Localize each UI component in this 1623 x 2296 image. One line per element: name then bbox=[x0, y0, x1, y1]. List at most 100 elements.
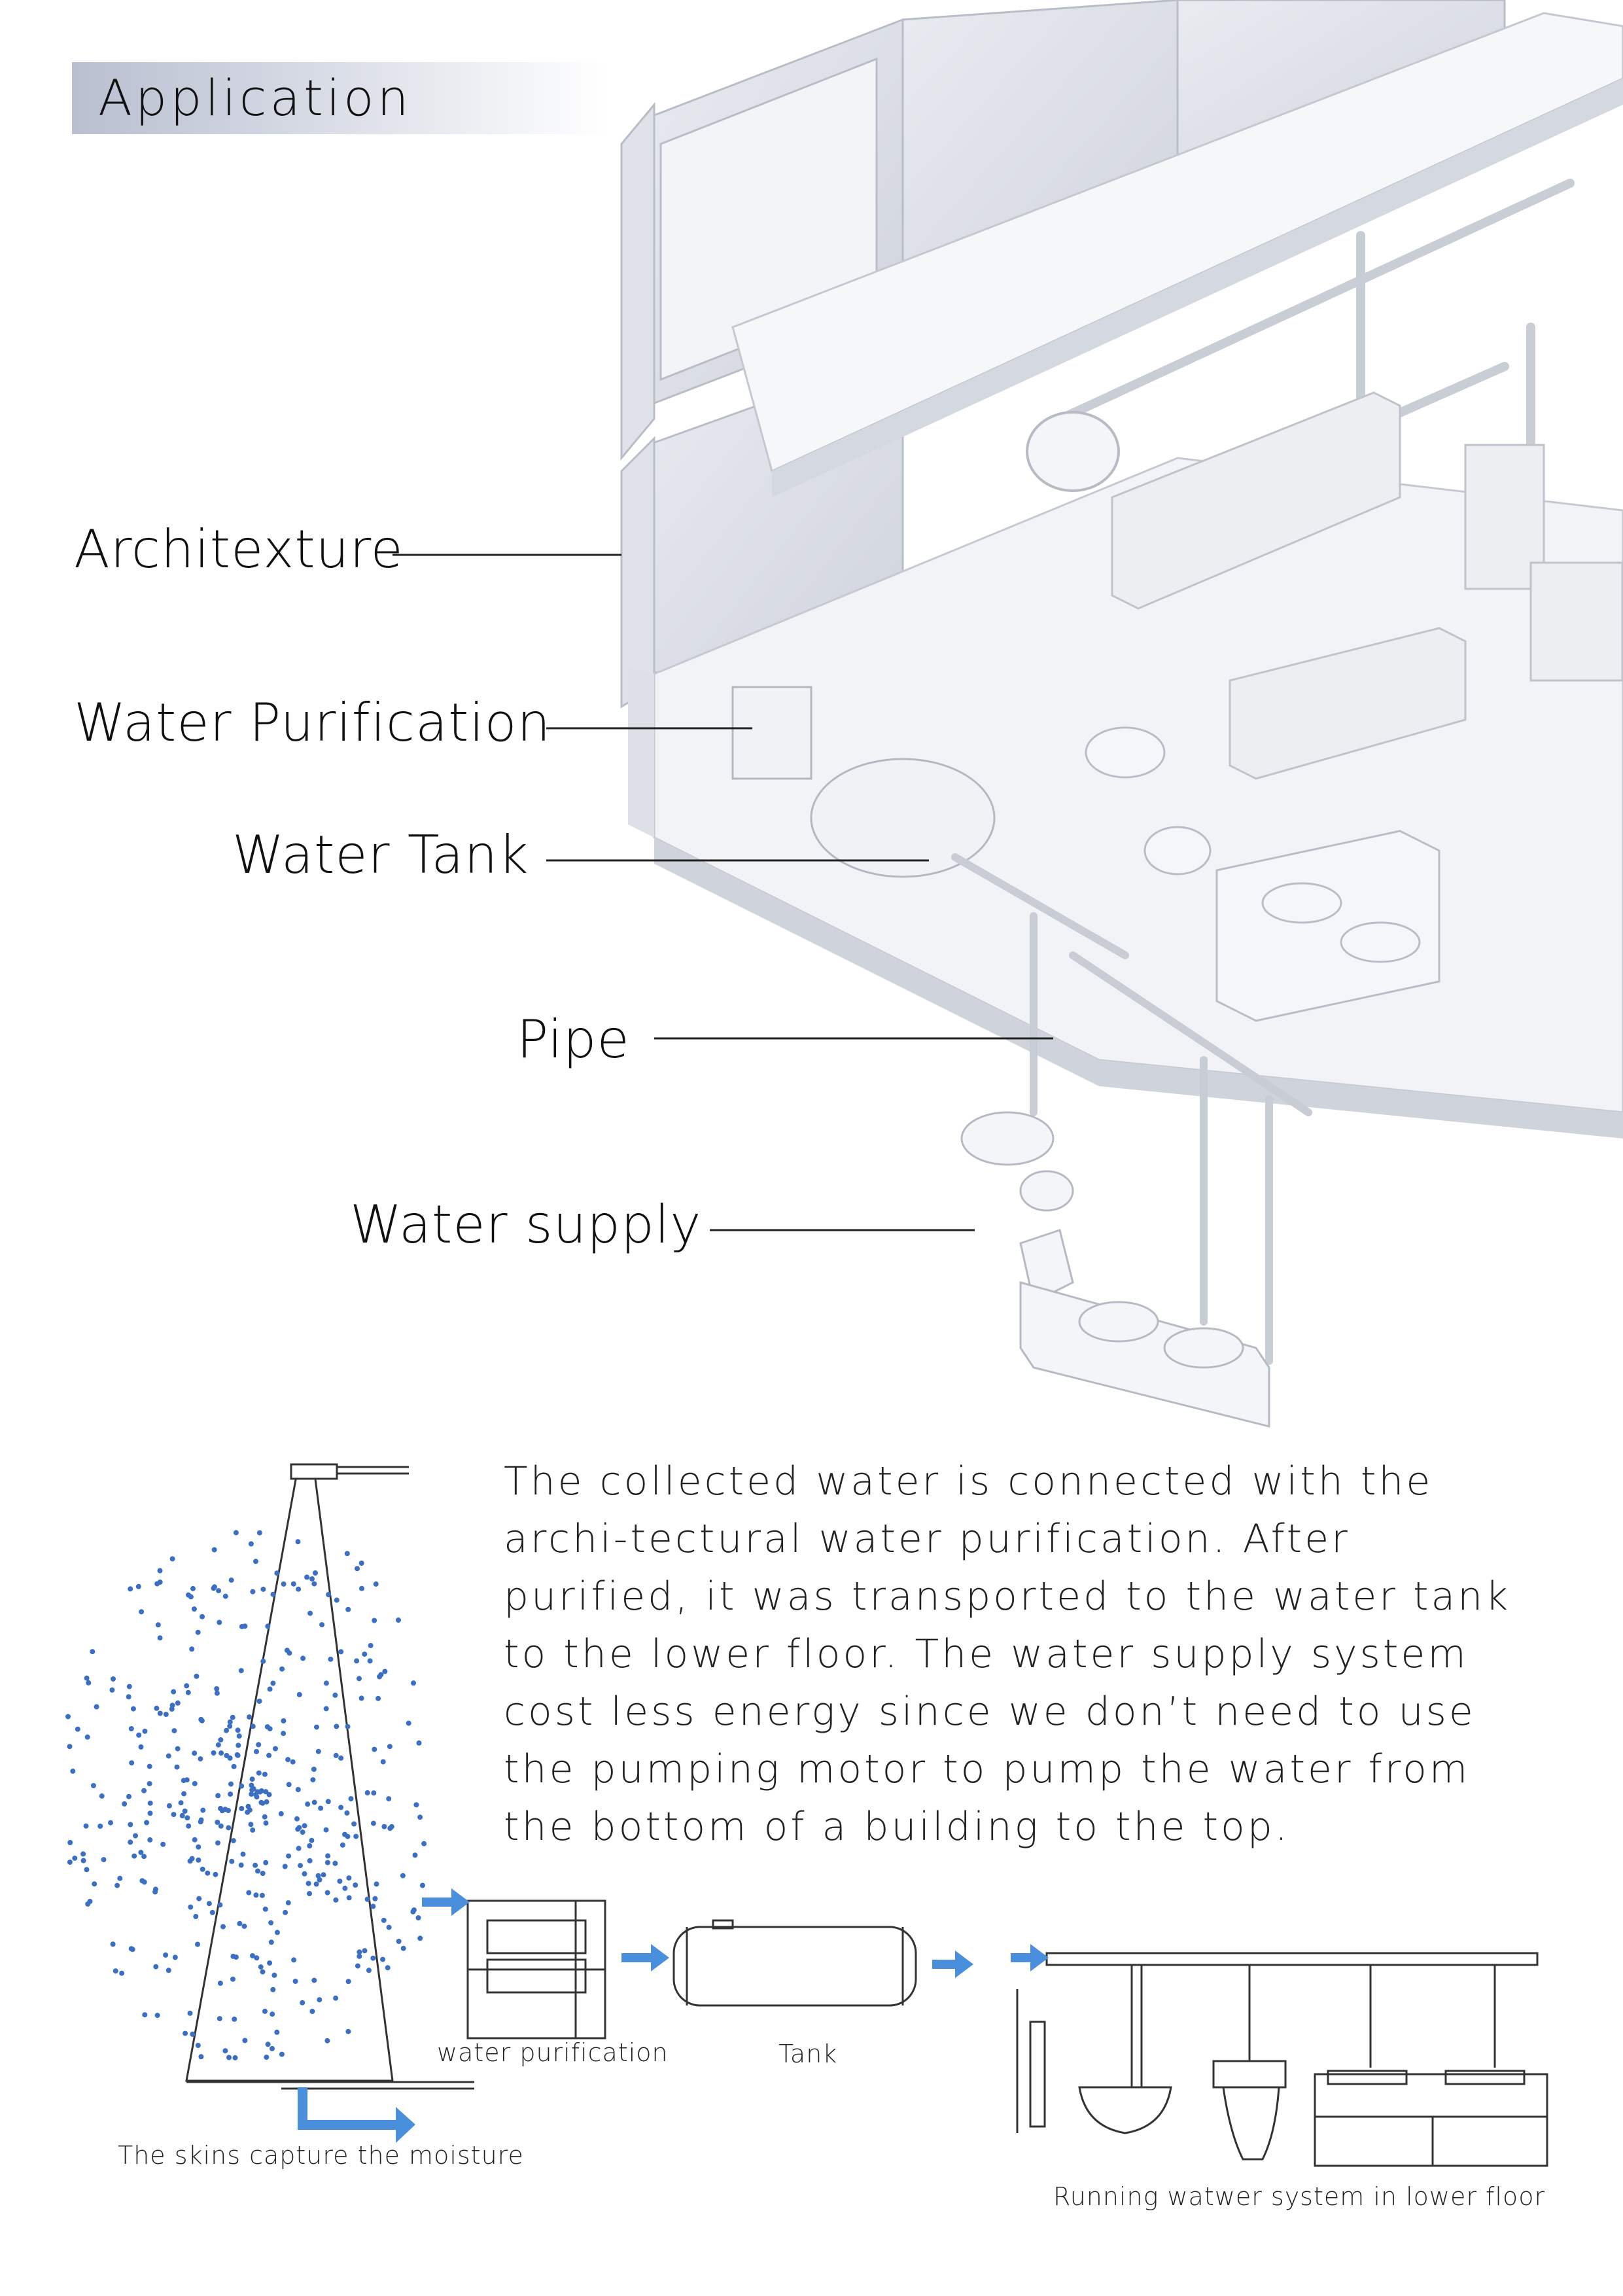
droplet bbox=[396, 1617, 401, 1623]
droplet bbox=[130, 1706, 136, 1712]
droplet bbox=[84, 1675, 90, 1681]
droplet bbox=[282, 1863, 288, 1869]
droplet bbox=[230, 1976, 236, 1982]
droplet bbox=[246, 1890, 252, 1896]
droplet bbox=[313, 1881, 319, 1887]
droplet bbox=[184, 1777, 190, 1783]
droplet bbox=[136, 1732, 142, 1738]
droplet bbox=[147, 1781, 152, 1786]
droplet bbox=[215, 1820, 220, 1825]
droplet bbox=[357, 1949, 362, 1955]
droplet bbox=[187, 2010, 193, 2016]
lower-pipes bbox=[951, 853, 1312, 1365]
droplet bbox=[213, 1871, 218, 1877]
droplet bbox=[250, 1723, 256, 1729]
droplet bbox=[218, 1823, 224, 1829]
droplet bbox=[211, 1750, 217, 1756]
droplet bbox=[160, 1841, 166, 1847]
droplet bbox=[278, 1811, 284, 1816]
droplet bbox=[260, 1969, 266, 1975]
droplet bbox=[324, 1890, 330, 1896]
upper-fixtures bbox=[1085, 726, 1440, 1022]
droplet bbox=[270, 1591, 276, 1597]
droplet bbox=[220, 1924, 226, 1930]
droplet bbox=[211, 1585, 217, 1591]
droplet bbox=[228, 1781, 234, 1787]
droplet bbox=[166, 1968, 171, 1973]
droplet bbox=[245, 1803, 251, 1809]
droplet bbox=[324, 2038, 330, 2043]
droplet bbox=[126, 1793, 131, 1799]
droplet bbox=[175, 1700, 181, 1706]
droplet bbox=[324, 1860, 330, 1865]
droplet bbox=[254, 1955, 260, 1961]
droplet bbox=[222, 1593, 228, 1599]
droplet bbox=[166, 1753, 171, 1759]
droplet bbox=[75, 1726, 80, 1732]
arrow-collected-out bbox=[298, 2087, 415, 2143]
droplet bbox=[226, 2055, 232, 2060]
droplet bbox=[302, 1871, 307, 1877]
droplet bbox=[300, 2000, 305, 2005]
droplet bbox=[217, 1902, 223, 1908]
droplet bbox=[328, 1656, 334, 1662]
droplet bbox=[313, 1570, 318, 1576]
droplet bbox=[192, 1750, 198, 1756]
droplet bbox=[155, 1622, 161, 1628]
droplet bbox=[171, 1728, 177, 1734]
droplet bbox=[239, 1783, 245, 1789]
droplet bbox=[340, 1842, 345, 1848]
purification-unit bbox=[466, 1899, 606, 2040]
droplet bbox=[286, 1853, 292, 1859]
droplet bbox=[227, 1719, 233, 1725]
droplet bbox=[114, 1882, 120, 1888]
droplet bbox=[274, 2029, 280, 2035]
skin-panel bbox=[185, 1463, 474, 2090]
droplet bbox=[270, 2045, 275, 2051]
droplet bbox=[128, 1726, 134, 1731]
droplet bbox=[345, 1723, 351, 1729]
droplet bbox=[325, 1799, 331, 1805]
arrow-into-purifier bbox=[422, 1888, 470, 1916]
droplet bbox=[126, 1684, 132, 1689]
droplet bbox=[192, 1780, 198, 1786]
droplet bbox=[130, 1947, 135, 1952]
droplet bbox=[367, 1658, 373, 1664]
droplet bbox=[296, 1825, 302, 1831]
ceiling-tank bbox=[1026, 411, 1120, 492]
droplet bbox=[215, 1742, 221, 1748]
droplet bbox=[304, 1574, 310, 1580]
droplet bbox=[198, 2054, 204, 2060]
droplet bbox=[94, 1704, 99, 1710]
droplet bbox=[117, 1875, 123, 1881]
droplet bbox=[357, 1676, 362, 1682]
droplet bbox=[166, 1803, 172, 1809]
droplet bbox=[108, 1820, 113, 1826]
droplet bbox=[344, 1551, 350, 1557]
droplet bbox=[248, 1541, 254, 1547]
droplet bbox=[236, 1742, 241, 1748]
droplet bbox=[285, 1757, 291, 1763]
droplet bbox=[378, 1672, 384, 1678]
callout-leaders bbox=[393, 554, 1053, 1231]
droplet bbox=[67, 1744, 73, 1750]
droplet bbox=[111, 1676, 116, 1682]
droplet bbox=[216, 1588, 222, 1594]
droplet bbox=[400, 1873, 406, 1879]
droplet bbox=[70, 1768, 76, 1774]
droplet bbox=[274, 1570, 280, 1576]
callout-pipe: Pipe bbox=[517, 1009, 630, 1070]
droplet bbox=[250, 1827, 256, 1833]
droplet bbox=[258, 1964, 264, 1970]
droplet bbox=[415, 1915, 421, 1920]
moisture-droplets bbox=[65, 1530, 427, 2060]
droplet bbox=[263, 1860, 269, 1865]
droplet bbox=[230, 1714, 236, 1720]
droplet bbox=[355, 1566, 360, 1572]
droplet bbox=[153, 1964, 159, 1969]
droplet bbox=[286, 1782, 292, 1788]
caption-tank: Tank bbox=[778, 2040, 838, 2068]
droplet bbox=[192, 1837, 198, 1843]
droplet bbox=[412, 1852, 418, 1858]
droplet bbox=[338, 1649, 344, 1655]
